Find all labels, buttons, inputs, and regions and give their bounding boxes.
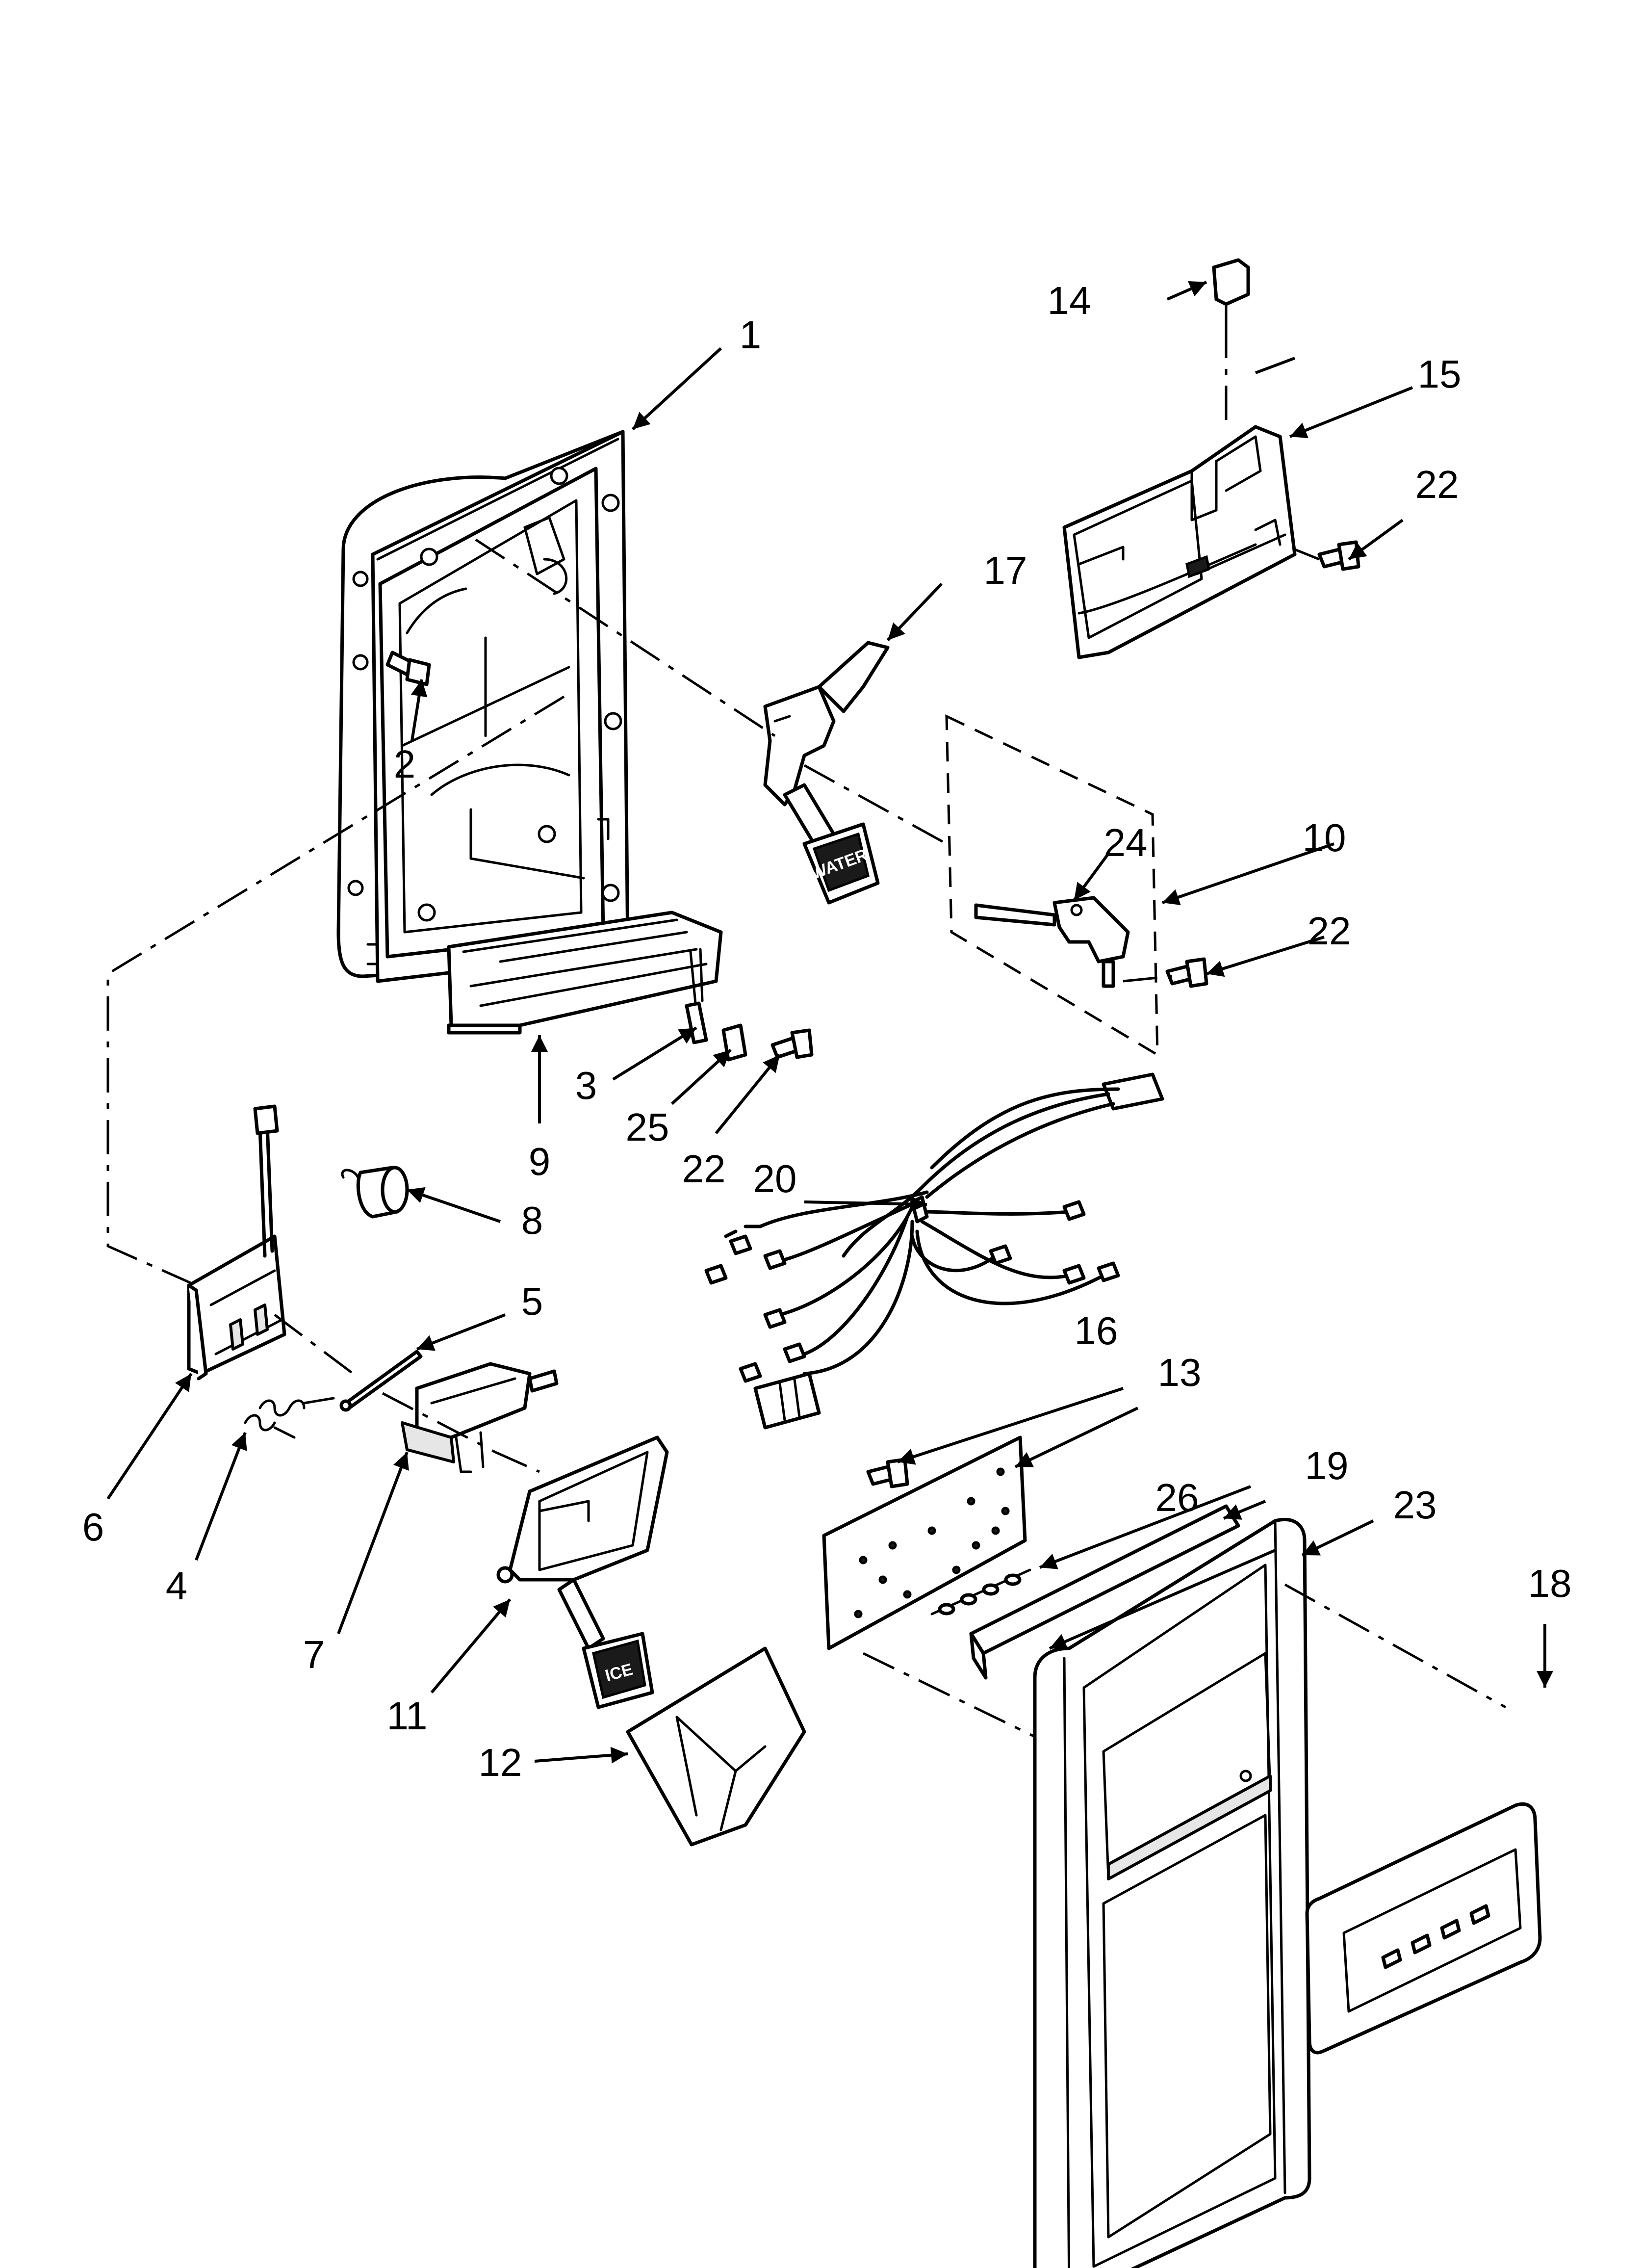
callout-leaders — [106, 281, 1553, 1764]
part-24-lever — [974, 896, 1130, 988]
callout-17: 17 — [984, 548, 1027, 592]
part-14-switch — [1212, 258, 1250, 325]
callout-18: 18 — [1528, 1562, 1572, 1605]
part-1-housing — [336, 430, 630, 983]
callout-23: 23 — [1393, 1483, 1437, 1527]
callout-8: 8 — [521, 1199, 543, 1242]
part-11-ice-actuator: ICE — [496, 1435, 669, 1709]
part-22-screw-c — [1165, 957, 1208, 988]
part-8-solenoid — [341, 1166, 409, 1219]
callout-10: 10 — [1303, 816, 1346, 860]
part-16-screw — [866, 1458, 909, 1488]
part-23-front-panel — [1033, 1517, 1311, 2268]
callout-22-c: 22 — [682, 1147, 726, 1191]
callout-15: 15 — [1418, 352, 1462, 396]
part-5-pin — [339, 1350, 423, 1412]
part-4-springs — [244, 1397, 335, 1439]
callout-22-b: 22 — [1308, 909, 1351, 953]
part-6-motor — [187, 1104, 286, 1381]
callout-6: 6 — [82, 1505, 104, 1549]
callout-5: 5 — [521, 1279, 543, 1323]
part-13-board — [822, 1435, 1027, 1650]
callout-4: 4 — [166, 1564, 188, 1608]
callout-14: 14 — [1048, 279, 1091, 322]
callout-16: 16 — [1075, 1309, 1118, 1353]
callout-22-a: 22 — [1415, 463, 1459, 506]
part-12-chute — [626, 1646, 806, 1847]
part-20-wire-harness — [704, 1072, 1164, 1430]
alignment-lines — [106, 324, 1507, 1738]
callout-25: 25 — [626, 1105, 669, 1149]
part-15-bracket — [1062, 425, 1297, 659]
callout-7: 7 — [303, 1633, 325, 1676]
part-9-drip-tray — [447, 911, 723, 1035]
callout-24: 24 — [1104, 821, 1148, 864]
callout-2: 2 — [394, 742, 416, 786]
part-10-group-box — [945, 714, 1159, 1057]
part-22-screw-a — [770, 1028, 814, 1059]
callout-20: 20 — [753, 1157, 797, 1200]
callout-1: 1 — [740, 313, 762, 357]
part-18-cover — [1305, 1802, 1542, 2055]
callout-12: 12 — [479, 1741, 522, 1784]
part-19-bar — [969, 1504, 1240, 1680]
callout-13: 13 — [1158, 1351, 1202, 1394]
part-26-leds — [930, 1568, 1031, 1616]
callout-19: 19 — [1305, 1444, 1349, 1487]
callout-11: 11 — [386, 1694, 427, 1738]
callout-labels: 1 2 3 4 5 6 7 8 9 10 11 12 13 14 15 16 1… — [82, 279, 1572, 1784]
callout-3: 3 — [575, 1064, 597, 1107]
callout-9: 9 — [529, 1140, 551, 1183]
callout-26: 26 — [1155, 1476, 1199, 1519]
part-7-actuator — [401, 1362, 559, 1473]
part-17-water-actuator: WATER — [763, 641, 890, 905]
